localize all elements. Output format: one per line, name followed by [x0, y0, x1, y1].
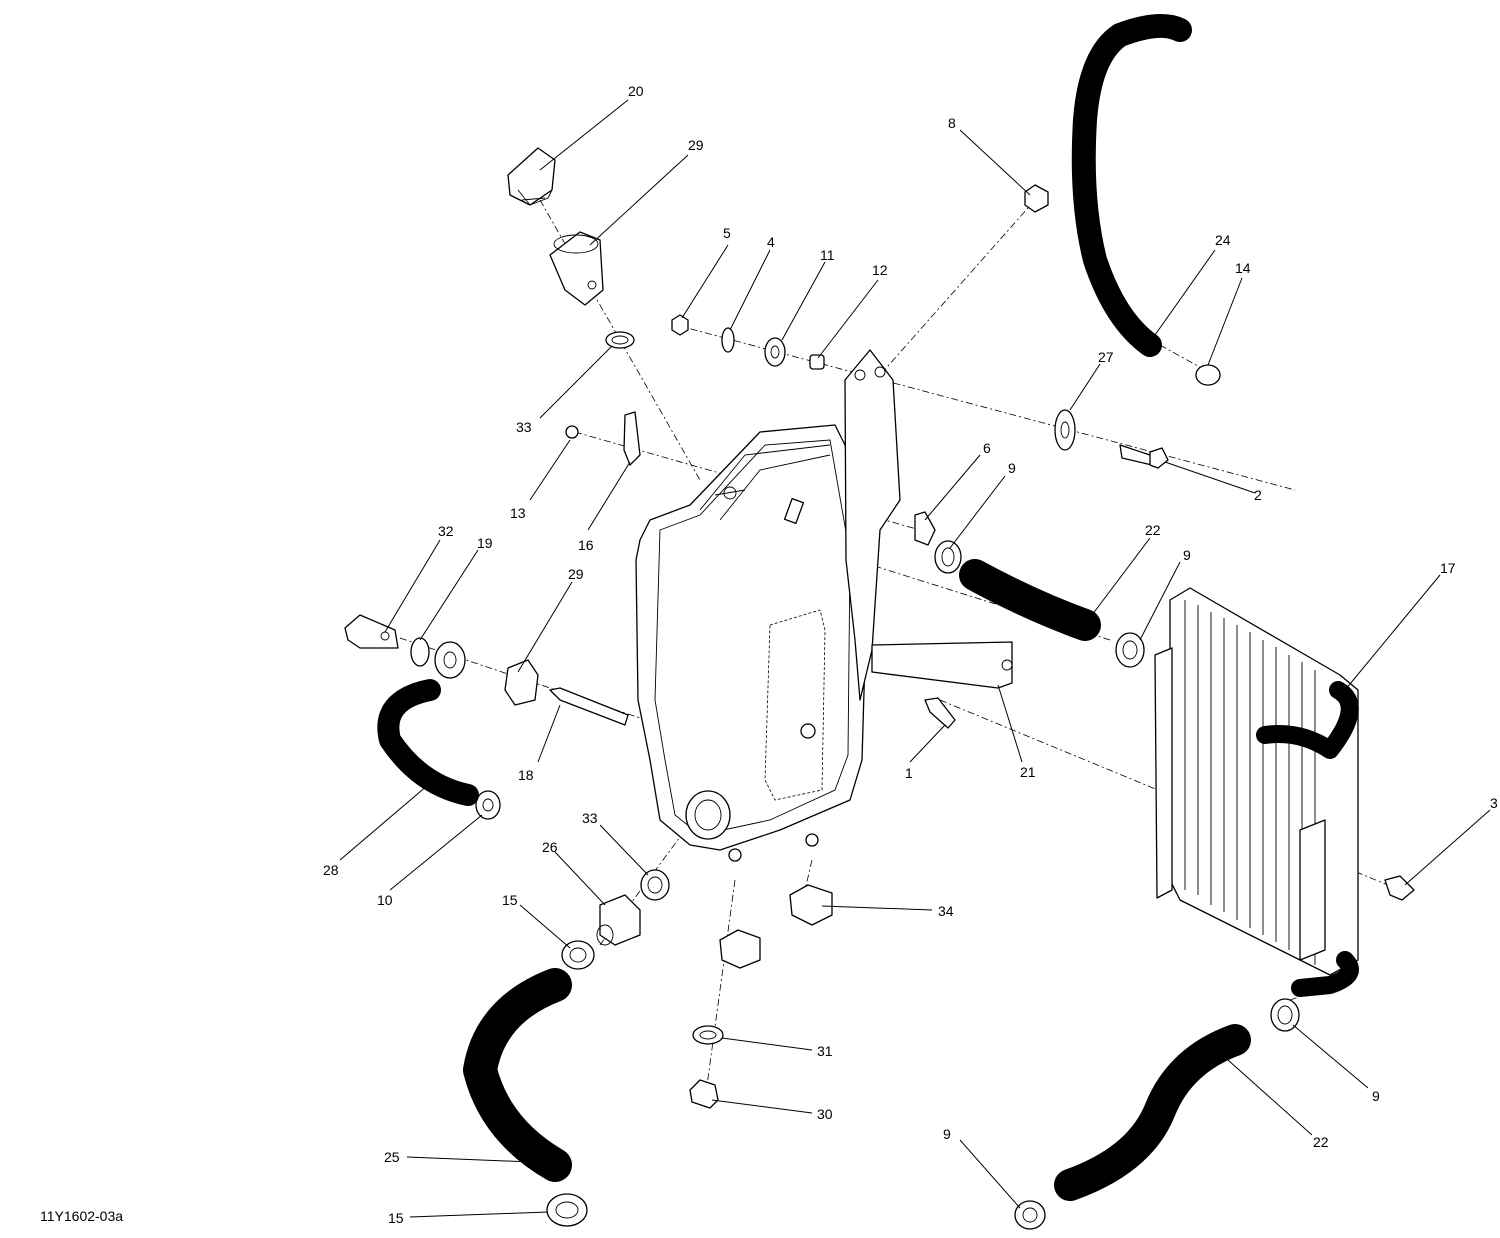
callout-labels: 20 29 8 5 4 11 12 24 14 27 33 13 16 6 9 … [323, 83, 1498, 1226]
callout-29: 29 [568, 566, 584, 582]
tank-bracket [844, 349, 901, 701]
callout-25: 25 [384, 1149, 400, 1165]
callout-32: 32 [438, 523, 454, 539]
callout-5: 5 [723, 225, 731, 241]
callout-10: 10 [377, 892, 393, 908]
callout-15: 15 [388, 1210, 404, 1226]
callout-18: 18 [518, 767, 534, 783]
callout-22: 22 [1145, 522, 1161, 538]
callout-8: 8 [948, 115, 956, 131]
callout-6: 6 [983, 440, 991, 456]
oil-tank [635, 424, 869, 862]
callout-2: 2 [1254, 487, 1262, 503]
callout-24: 24 [1215, 232, 1231, 248]
callout-9: 9 [1372, 1088, 1380, 1104]
callout-13: 13 [510, 505, 526, 521]
oil-cooler [1154, 587, 1359, 997]
small-parts [344, 147, 1415, 1230]
support-arm [871, 641, 1013, 689]
callout-26: 26 [542, 839, 558, 855]
callout-28: 28 [323, 862, 339, 878]
callout-31: 31 [817, 1043, 833, 1059]
callout-9: 9 [943, 1126, 951, 1142]
callout-29: 29 [688, 137, 704, 153]
callout-34: 34 [938, 903, 954, 919]
callout-16: 16 [578, 537, 594, 553]
callout-19: 19 [477, 535, 493, 551]
figure-id: 11Y1602-03a [40, 1208, 123, 1224]
callout-9: 9 [1008, 460, 1016, 476]
callout-9: 9 [1183, 547, 1191, 563]
callout-22: 22 [1313, 1134, 1329, 1150]
callout-33: 33 [516, 419, 532, 435]
leader-lines [339, 99, 1491, 1218]
callout-20: 20 [628, 83, 644, 99]
callout-33: 33 [582, 810, 598, 826]
callout-4: 4 [767, 234, 775, 250]
callout-1: 1 [905, 765, 913, 781]
callout-21: 21 [1020, 764, 1036, 780]
hoses [377, 14, 1251, 1201]
callout-11: 11 [820, 247, 835, 263]
callout-3: 3 [1490, 795, 1498, 811]
callout-12: 12 [872, 262, 888, 278]
callout-17: 17 [1440, 560, 1456, 576]
callout-14: 14 [1235, 260, 1251, 276]
callout-30: 30 [817, 1106, 833, 1122]
callout-15: 15 [502, 892, 518, 908]
callout-27: 27 [1098, 349, 1114, 365]
